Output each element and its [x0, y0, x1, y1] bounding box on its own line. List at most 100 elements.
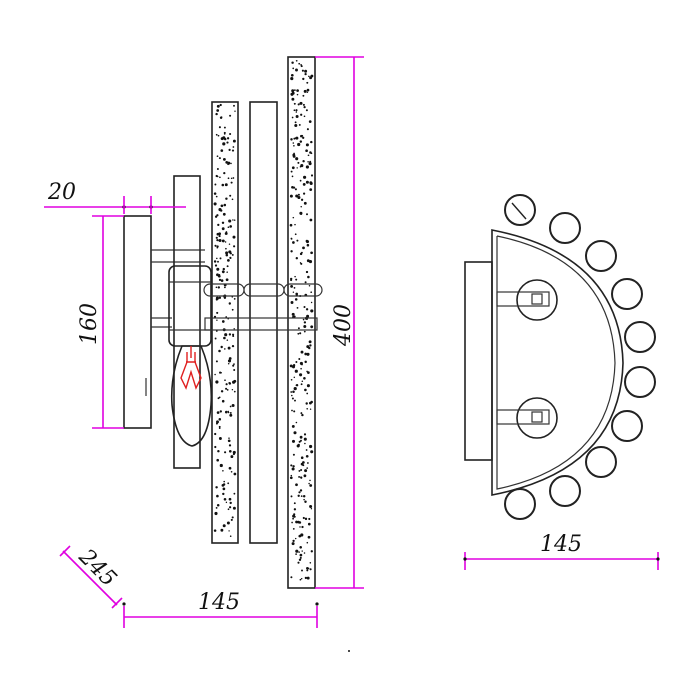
crystal-ring — [585, 240, 617, 272]
speckle — [292, 67, 295, 70]
speckle — [289, 364, 293, 368]
speckle — [290, 576, 293, 579]
dim-tick — [656, 557, 660, 561]
speckle — [308, 260, 313, 264]
speckle — [291, 467, 295, 471]
speckle — [296, 239, 299, 242]
speckle — [301, 413, 304, 417]
speckle — [306, 91, 309, 94]
speckle — [304, 72, 307, 76]
speckle — [222, 157, 226, 161]
speckle — [295, 520, 298, 524]
speckle — [306, 408, 309, 410]
speckle — [290, 238, 293, 240]
speckle — [217, 223, 220, 227]
speckle — [296, 89, 299, 92]
speckle — [291, 542, 295, 546]
speckle — [292, 514, 296, 518]
dim-label-145-side: 145 — [198, 590, 240, 615]
dim-label-160: 160 — [77, 303, 102, 345]
speckle — [293, 376, 296, 379]
dim-ext-245a — [59, 545, 71, 557]
speckle — [215, 360, 218, 363]
speckle — [217, 449, 220, 453]
speckle — [227, 177, 230, 180]
speckle — [221, 227, 225, 231]
speckle — [304, 281, 307, 284]
speckle — [305, 180, 309, 184]
speckle — [229, 501, 232, 505]
speckle — [294, 369, 298, 373]
speckle — [300, 383, 303, 386]
speckle — [215, 195, 218, 198]
speckle — [231, 149, 235, 152]
speckle — [295, 549, 299, 553]
speckle — [223, 480, 225, 483]
speckle — [309, 181, 313, 185]
speckle — [309, 505, 313, 508]
speckle — [310, 325, 314, 329]
speckle — [227, 226, 230, 229]
speckle — [301, 380, 304, 383]
speckle — [232, 219, 234, 221]
speckle — [231, 388, 234, 391]
speckle — [217, 286, 220, 289]
speckle — [218, 437, 222, 440]
speckle — [292, 142, 295, 144]
speckle — [300, 468, 303, 472]
speckle — [305, 149, 308, 153]
speckle — [302, 246, 305, 250]
speckle — [302, 136, 305, 139]
speckle — [292, 453, 295, 456]
speckle — [223, 137, 227, 141]
speckle — [290, 73, 294, 77]
speckle — [226, 137, 230, 140]
speckle — [233, 245, 236, 248]
dim-label-400: 400 — [331, 304, 356, 347]
speckle — [304, 469, 308, 473]
speckle — [295, 361, 298, 363]
lamp-holder — [168, 265, 212, 347]
speckle — [221, 183, 225, 187]
front-half-disc — [491, 229, 624, 496]
speckle — [307, 535, 311, 539]
speckle — [308, 75, 310, 78]
speckle — [298, 469, 301, 472]
speckle — [219, 371, 222, 374]
speckle — [215, 112, 218, 116]
speckle — [291, 521, 293, 524]
speckle — [229, 413, 233, 417]
speckle — [228, 243, 231, 245]
speckle — [230, 455, 234, 459]
speckle — [225, 278, 229, 282]
speckle — [216, 104, 220, 108]
speckle — [291, 365, 296, 369]
speckle — [221, 270, 225, 274]
speckle — [307, 154, 310, 157]
speckle — [229, 132, 232, 136]
speckle — [298, 123, 301, 126]
speckle — [298, 534, 302, 538]
speckle — [231, 344, 235, 348]
speckle — [300, 367, 302, 370]
front-wall-plate — [464, 261, 493, 461]
speckle — [215, 298, 218, 301]
speckled-glass-panel-left — [211, 101, 239, 544]
speckle — [304, 69, 308, 73]
speckle — [292, 527, 295, 530]
speckle — [301, 69, 304, 72]
speckle — [297, 494, 300, 497]
speckle — [220, 116, 223, 118]
speckle — [216, 273, 219, 277]
speckle — [296, 167, 298, 169]
speckle — [305, 308, 309, 311]
speckle — [302, 516, 305, 520]
speckle — [303, 330, 306, 333]
speckle — [306, 569, 309, 572]
speckle — [290, 92, 294, 96]
speckle — [303, 175, 307, 179]
speckle — [295, 115, 299, 118]
speckle — [297, 520, 300, 524]
speckle — [303, 321, 307, 324]
speckle — [232, 380, 236, 384]
